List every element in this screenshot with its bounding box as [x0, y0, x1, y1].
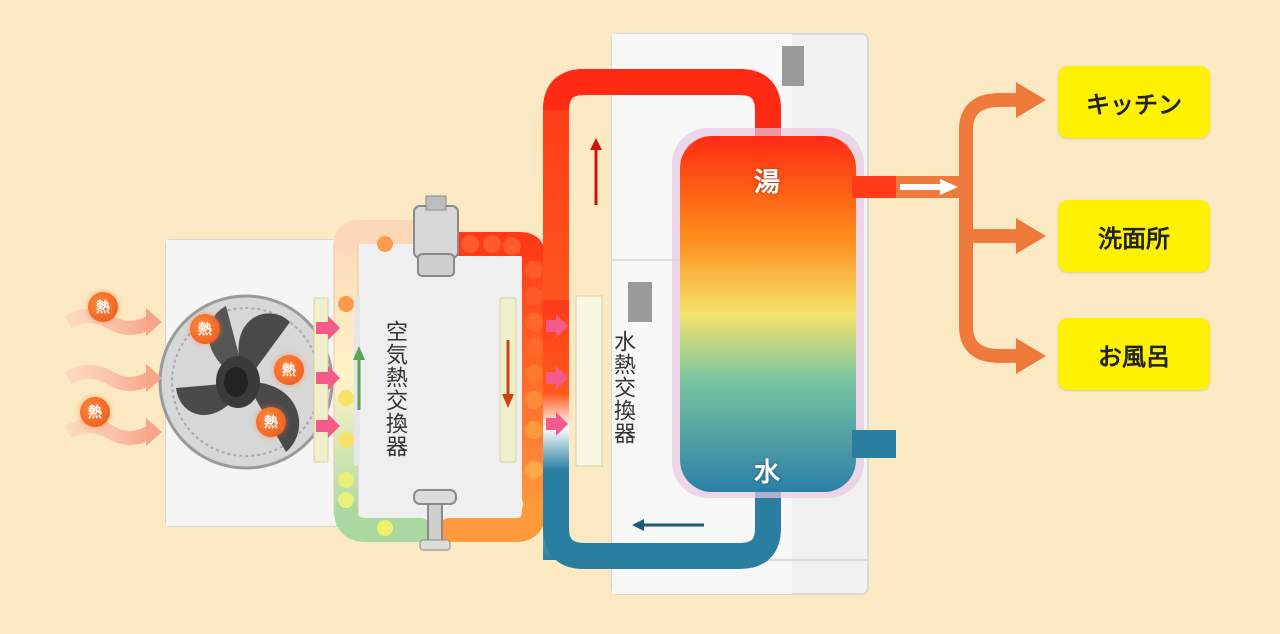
- outlet-white-arrow: [900, 179, 958, 195]
- expansion-valve: [413, 489, 457, 551]
- heat-badge: 熱: [80, 397, 110, 427]
- destination-bath: お風呂: [1058, 318, 1210, 390]
- ambient-heat-waves: [64, 308, 162, 446]
- unit-vent: [782, 46, 804, 86]
- heat-badge: 熱: [190, 314, 220, 344]
- refrigerant-loop: [333, 195, 546, 551]
- branch-arrow-bath: [1016, 338, 1046, 374]
- refrigerant-direction-arrows: [353, 340, 514, 410]
- unit-vent: [628, 282, 652, 322]
- water-circuit: [543, 69, 781, 569]
- cold-water-label: 水: [754, 458, 781, 488]
- water-heat-exchanger-label: 水熱交換器: [610, 330, 635, 445]
- water-inlet-pipe: [852, 430, 896, 458]
- flow-arrow-up: [590, 138, 602, 205]
- air-heat-exchanger-label: 空気熱交換器: [382, 320, 407, 458]
- flow-arrow-left: [632, 519, 704, 531]
- destination-washroom: 洗面所: [1058, 200, 1210, 272]
- heat-transfer-arrows: [316, 314, 568, 438]
- branch-arrow-kitchen: [1016, 82, 1046, 118]
- heat-badge: 熱: [256, 407, 286, 437]
- fan: [158, 294, 334, 470]
- branch-arrow-washroom: [1016, 218, 1046, 254]
- distribution-branches: [959, 82, 1046, 374]
- compressor: [413, 195, 459, 277]
- hot-water-tank: [672, 128, 896, 498]
- heat-badge: 熱: [274, 355, 304, 385]
- heat-badge: 熱: [88, 292, 118, 322]
- hot-water-outlet: [852, 176, 966, 198]
- hot-water-label: 湯: [754, 168, 781, 198]
- destination-kitchen: キッチン: [1058, 66, 1210, 138]
